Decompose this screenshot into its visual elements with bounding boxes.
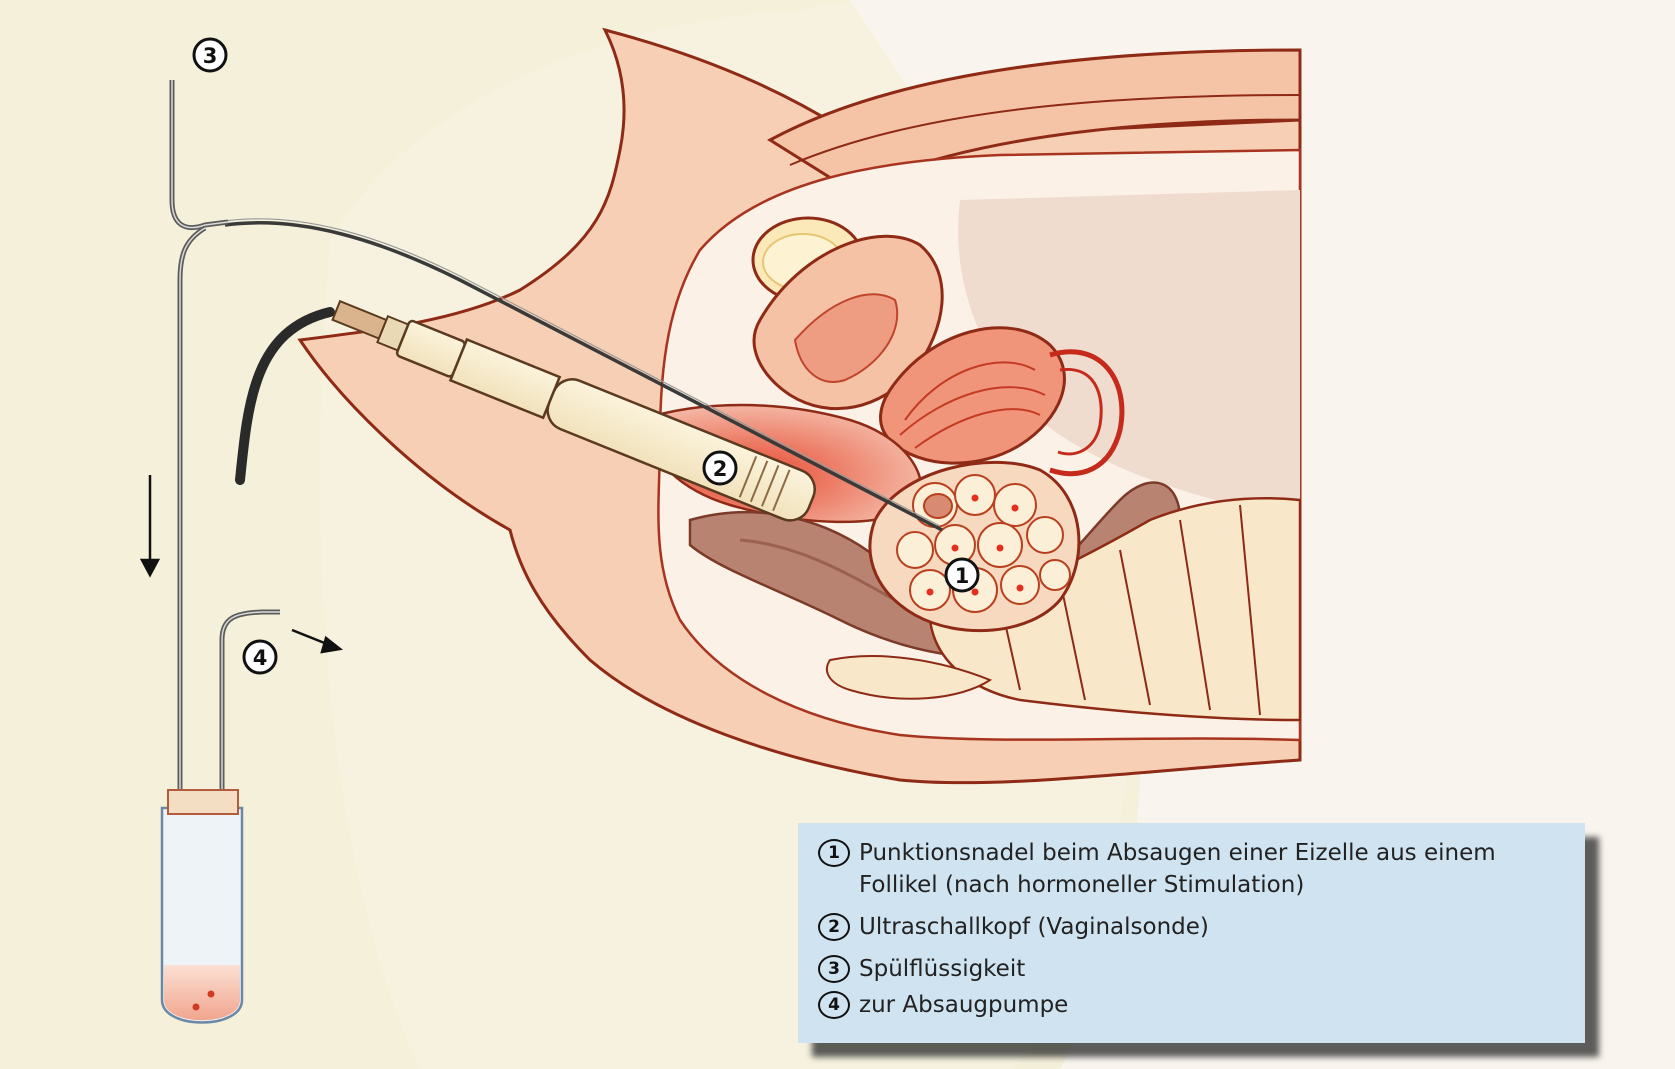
legend-item-4: 4 zur Absaugpumpe: [818, 989, 1565, 1021]
marker-2: 2: [704, 452, 736, 484]
marker-1-label: 1: [955, 564, 970, 588]
marker-4: 4: [244, 641, 276, 673]
legend-number-2: 2: [818, 913, 850, 941]
legend-box: 1 Punktionsnadel beim Absaugen einer Eiz…: [798, 823, 1585, 1043]
marker-4-label: 4: [253, 646, 268, 670]
legend-text-3: Spülflüssigkeit: [859, 953, 1565, 985]
legend-item-3: 3 Spülflüssigkeit: [818, 953, 1565, 985]
marker-3-label: 3: [203, 44, 218, 68]
legend-number-1: 1: [818, 839, 850, 867]
legend-number-4: 4: [818, 991, 850, 1019]
legend-number-3: 3: [818, 955, 850, 983]
collection-tube: [162, 790, 242, 1023]
marker-3: 3: [194, 39, 226, 71]
legend-text-2: Ultraschallkopf (Vaginalsonde): [859, 911, 1565, 943]
marker-1: 1: [946, 559, 978, 591]
legend-item-2: 2 Ultraschallkopf (Vaginalsonde): [818, 911, 1565, 943]
legend-item-1: 1 Punktionsnadel beim Absaugen einer Eiz…: [818, 837, 1565, 901]
legend-text-1: Punktionsnadel beim Absaugen einer Eizel…: [859, 837, 1565, 901]
aspirated-follicle: [924, 494, 952, 518]
marker-2-label: 2: [713, 457, 728, 481]
legend-text-4: zur Absaugpumpe: [859, 989, 1565, 1021]
